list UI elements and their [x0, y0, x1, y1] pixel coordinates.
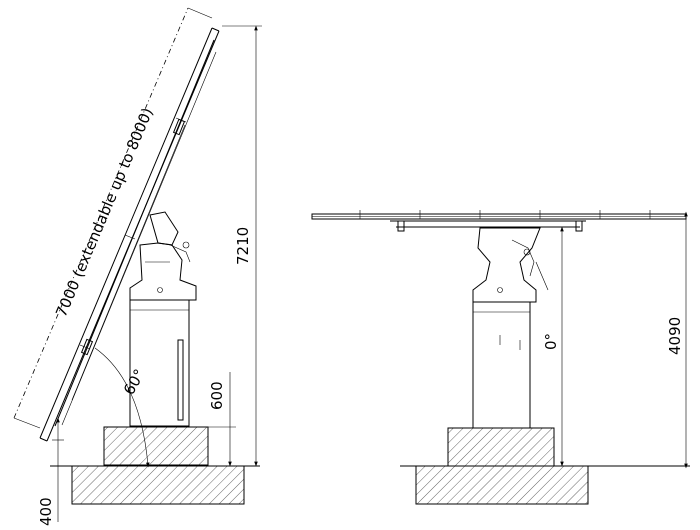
tilted-panel [39, 27, 220, 442]
right-view: 0° 4090 [311, 210, 690, 505]
left-foundation [71, 465, 245, 505]
column-height-label: 600 [208, 381, 226, 410]
left-drive-head [129, 211, 197, 301]
right-pedestal [447, 427, 555, 467]
vertical-angle-label: 0° [542, 333, 560, 350]
left-total-height-label: 7210 [234, 227, 252, 265]
tilt-angle-label: 60° [120, 366, 149, 398]
panel-length-dimension-line [13, 7, 189, 419]
right-drive-head [472, 227, 549, 303]
left-pedestal [103, 426, 209, 466]
right-foundation [415, 465, 589, 505]
right-column [472, 301, 531, 429]
left-column [129, 299, 190, 427]
right-total-height-label: 4090 [666, 317, 684, 355]
panel-length-label: 7000 (extendable up to 8000) [52, 105, 157, 319]
left-view: 7000 (extendable up to 8000) 60° 7210 [13, 7, 262, 526]
base-height-label: 400 [37, 497, 55, 526]
